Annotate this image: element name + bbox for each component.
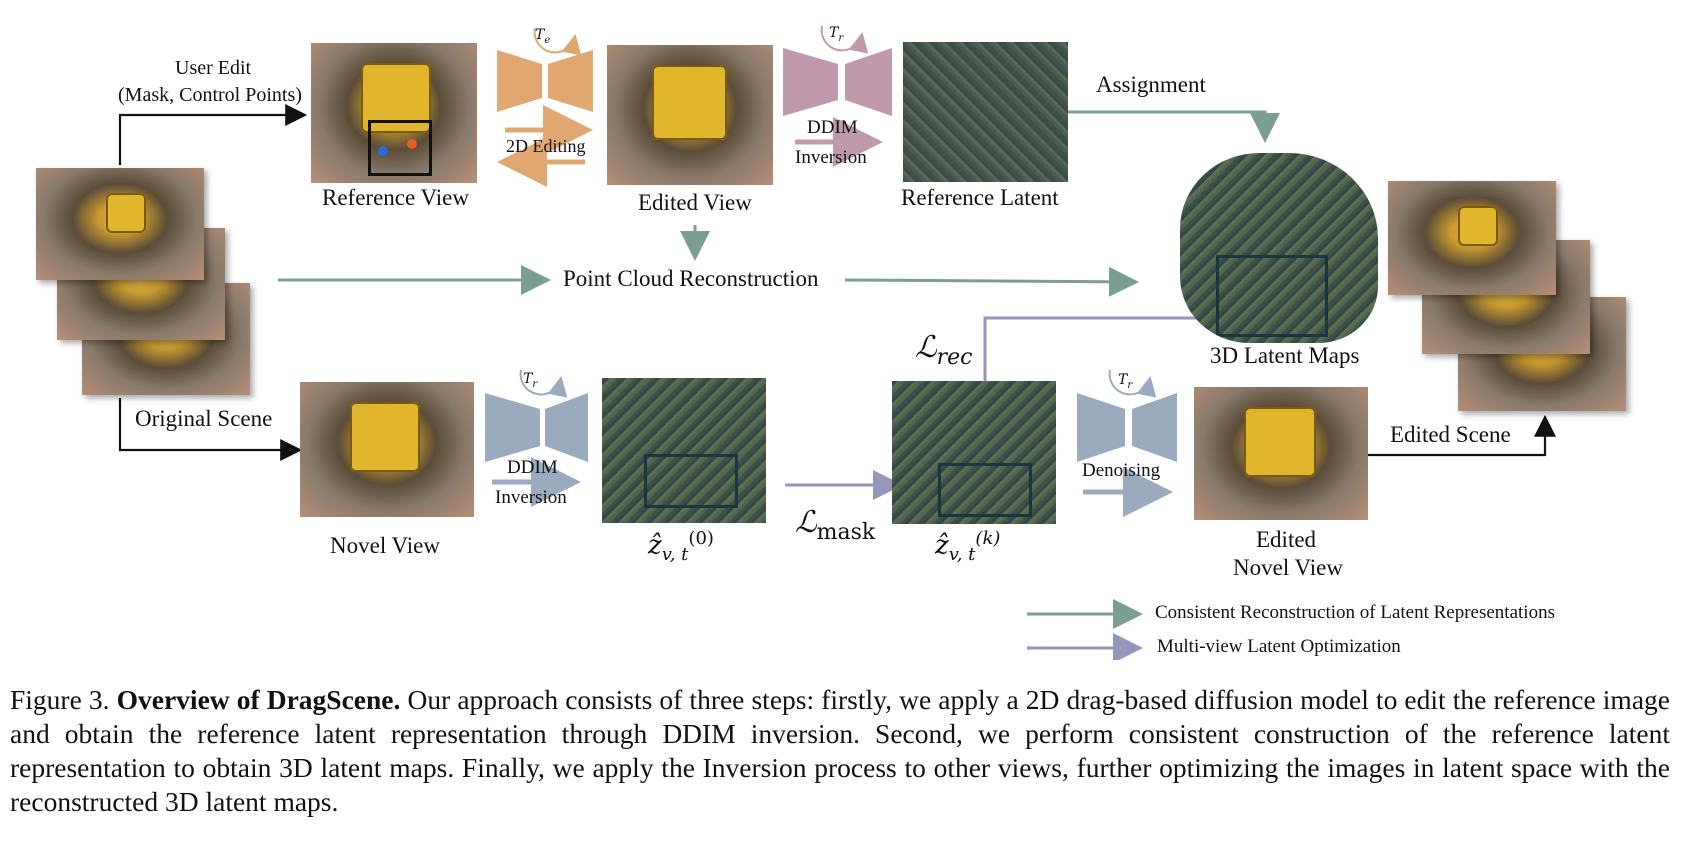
tr-bottom-label: Tr [523,371,538,390]
connector-arrows [118,25,1556,660]
denoising-label: Denoising [1082,460,1161,481]
legend-item-reconstruction: Consistent Reconstruction of Latent Repr… [1155,602,1555,623]
point-cloud-label: Point Cloud Reconstruction [563,266,819,291]
assignment-label: Assignment [1096,72,1206,97]
tr-denoise-label: Tr [1118,372,1133,391]
loss-mask-label: ℒmask [795,505,876,545]
original-scene-image-1 [36,168,204,280]
denoising-model-icon [1077,369,1177,462]
edited-scene-arrow [1368,414,1556,457]
edited-view-label: Edited View [638,190,752,215]
reference-latent-label: Reference Latent [901,185,1059,210]
inversion-model-icon [783,25,892,116]
edited-scene-label: Edited Scene [1390,422,1511,447]
edited-view-image [607,45,773,185]
tr-top-label: Tr [829,25,844,44]
two-d-editing-label: 2D Editing [506,136,586,156]
edited-novel-label-line2: Novel View [1233,555,1343,580]
caption-title: Overview of DragScene. [116,684,401,715]
novel-view-label: Novel View [330,533,440,558]
edited-novel-view-image [1194,387,1368,520]
novel-view-arrow [118,398,303,461]
edited-scene-image-1 [1388,181,1556,295]
original-scene-label: Original Scene [135,406,273,431]
inversion-model-bottom-icon [485,369,588,462]
editor-model-icon [497,27,593,112]
reference-view-label: Reference View [322,185,469,210]
edited-novel-label-line1: Edited [1256,527,1317,552]
novel-view-image [300,382,474,517]
latent-z0-label: ẑv, t(0) [648,528,714,565]
ddim-top-label-1: DDIM [807,117,858,138]
caption-prefix: Figure 3. [10,684,117,715]
latent-maps-label: 3D Latent Maps [1210,343,1360,368]
latent-zk-label: ẑv, t(k) [935,528,1001,565]
reference-latent-image [903,42,1068,182]
user-edit-arrow [118,104,308,165]
loss-rec-label: ℒrec [915,330,973,370]
latent-zk-image [892,381,1056,524]
te-label: Te [535,27,551,46]
reference-view-image [311,43,477,183]
overview-figure: User Edit (Mask, Control Points) Referen… [36,25,1626,660]
ddim-bottom-label-1: DDIM [507,457,558,478]
legend-item-optimization: Multi-view Latent Optimization [1157,636,1401,657]
caption-body: Our approach consists of three steps: fi… [10,684,1670,817]
latent-z0-image [602,378,766,523]
ddim-bottom-label-2: Inversion [495,487,567,508]
user-edit-sublabel: (Mask, Control Points) [118,84,302,106]
figure-caption: Figure 3. Overview of DragScene. Our app… [10,683,1670,819]
ddim-top-label-2: Inversion [795,147,867,168]
latent-maps-pointcloud [1180,153,1378,343]
user-edit-label: User Edit [175,57,252,79]
